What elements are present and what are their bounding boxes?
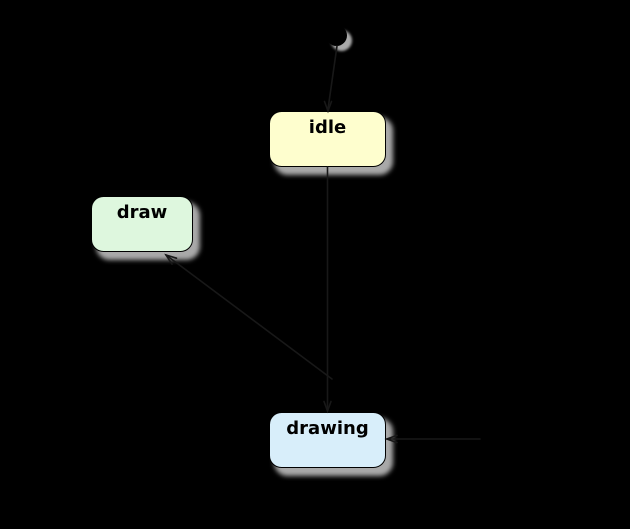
arrowhead-into-idle-top-icon <box>323 100 333 114</box>
transition-initial-to-idle <box>327 45 338 110</box>
arrowhead-into-drawing-right-icon <box>384 434 398 444</box>
state-node-drawing[interactable]: drawing <box>269 412 386 468</box>
transition-into-draw <box>165 254 333 380</box>
state-node-idle[interactable]: idle <box>269 111 386 167</box>
state-node-draw[interactable]: draw <box>91 196 193 252</box>
arrowhead-into-draw-corner-icon <box>164 253 178 265</box>
state-label-idle: idle <box>308 117 347 138</box>
arrowhead-into-drawing-top-icon <box>323 400 332 414</box>
state-label-drawing: drawing <box>286 418 369 439</box>
initial-state-marker[interactable] <box>326 25 347 46</box>
state-label-draw: draw <box>116 202 168 223</box>
